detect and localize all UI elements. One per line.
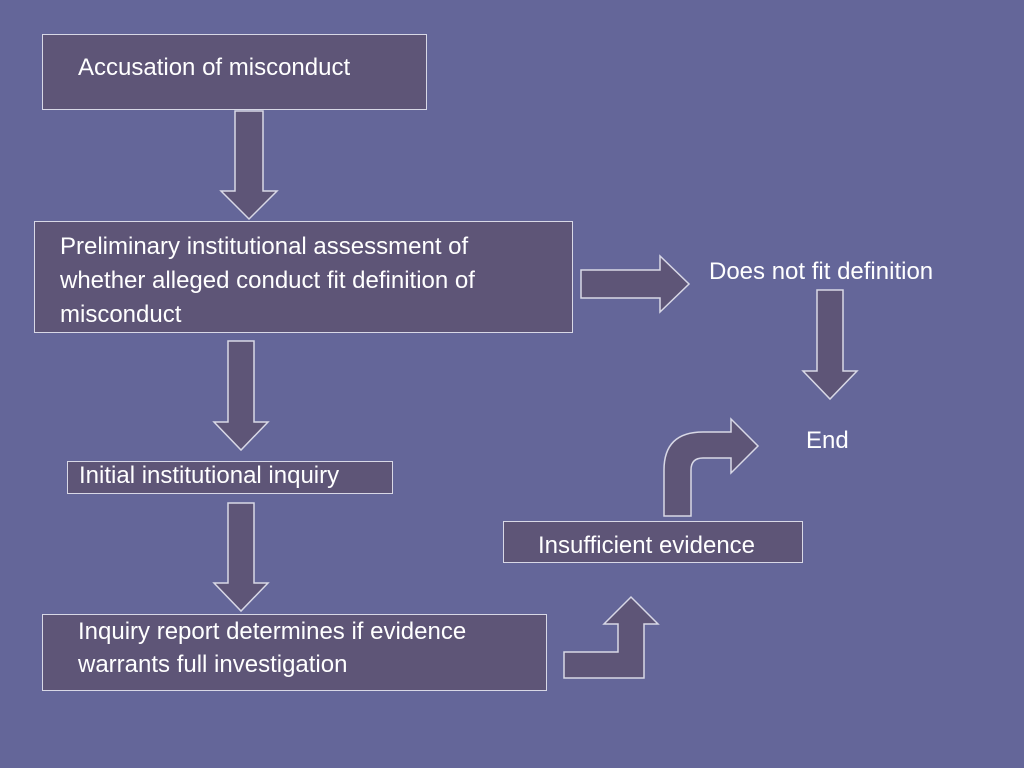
down-arrow-2 [212,340,270,452]
down-arrow-1 [219,110,279,221]
inquiry-report-box [42,614,547,691]
accusation-box [42,34,427,110]
down-arrow-4 [801,289,859,401]
end-label: End [806,427,849,454]
inquiry-report-line-2: warrants full investigation [78,651,348,678]
insufficient-evidence-label: Insufficient evidence [538,532,756,559]
down-arrow-3 [212,502,270,613]
initial-inquiry-label: Initial institutional inquiry [79,462,340,489]
bent-up-arrow [563,595,660,679]
preliminary-assessment-line-1: Preliminary institutional assessment of [60,233,469,260]
accusation-label: Accusation of misconduct [78,54,351,81]
insufficient-evidence-box [503,521,803,563]
initial-inquiry-box [67,461,393,494]
preliminary-assessment-box [34,221,573,333]
does-not-fit-label: Does not fit definition [709,258,934,285]
curved-arrow [663,417,760,517]
preliminary-assessment-line-2: whether alleged conduct fit definition o… [60,267,475,294]
right-arrow [580,254,691,314]
preliminary-assessment-line-3: misconduct [60,301,182,328]
inquiry-report-line-1: Inquiry report determines if evidence [78,618,467,645]
